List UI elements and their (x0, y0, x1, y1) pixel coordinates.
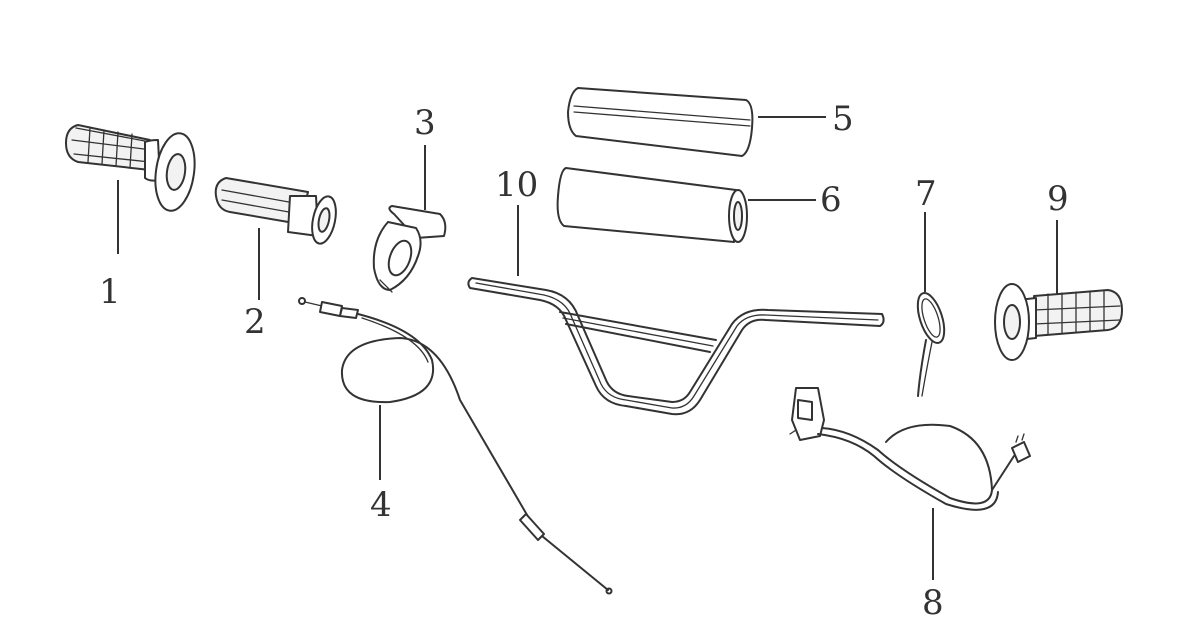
part-number-10: 10 (495, 165, 538, 205)
part-number-1: 1 (99, 272, 121, 312)
kill-switch-icon (789, 387, 1031, 511)
part-number-6: 6 (820, 180, 842, 220)
part-number-4: 4 (370, 485, 392, 525)
right-grip-icon (994, 283, 1123, 361)
part-number-8: 8 (922, 583, 944, 623)
throttle-tube-icon (214, 177, 337, 245)
part-number-3: 3 (414, 103, 436, 143)
part-number-9: 9 (1047, 179, 1069, 219)
handlebar-icon (467, 277, 885, 416)
cable-tie-icon (916, 292, 946, 397)
part-number-2: 2 (244, 302, 266, 342)
throttle-cable-icon (298, 297, 613, 595)
left-grip-icon (65, 124, 196, 212)
throttle-housing-icon (372, 205, 447, 293)
part-number-7: 7 (915, 174, 937, 214)
bar-pad-icon (556, 167, 748, 243)
bar-pad-split-icon (567, 87, 754, 157)
part-number-5: 5 (832, 99, 854, 139)
